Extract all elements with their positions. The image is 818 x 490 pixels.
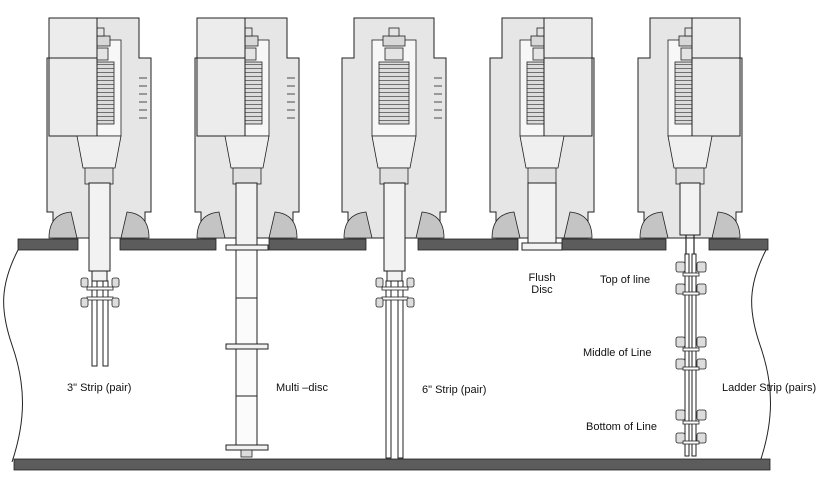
probe-flush-disc (521, 182, 563, 251)
label-flush-line2: Disc (531, 284, 553, 296)
bolt-nut (80, 277, 120, 308)
access-fitting (46, 17, 152, 239)
bolt-nut (375, 277, 415, 308)
strip-coupon (385, 280, 392, 459)
pipe (3, 238, 771, 471)
pipe-right-break (751, 249, 771, 463)
label-6in-strip: 6" Strip (pair) (422, 384, 487, 396)
label-ladder-strip: Ladder Strip (pairs) (722, 382, 817, 394)
label-top-of-line: Top of line (600, 274, 651, 286)
access-fitting (194, 17, 300, 239)
strip-coupon (684, 253, 690, 457)
label-multi-disc: Multi –disc (276, 382, 328, 394)
disc (225, 343, 269, 350)
access-fitting (341, 17, 447, 239)
strip-coupon (691, 253, 697, 457)
disc (225, 444, 269, 451)
probe-multi-disc (225, 182, 269, 458)
strip-coupon (91, 280, 98, 367)
disc (225, 244, 269, 251)
pipe-left-break (3, 249, 23, 463)
label-bottom-of-line: Bottom of Line (586, 421, 657, 433)
probe-3in-strip (80, 182, 120, 367)
strip-coupon (102, 280, 109, 367)
access-fitting (489, 17, 595, 239)
pipe-bottom-wall (13, 458, 771, 471)
bolt-nut (675, 261, 707, 444)
access-fittings (46, 17, 743, 239)
disc (521, 242, 563, 251)
access-fitting (637, 17, 743, 239)
strip-coupon (397, 280, 404, 459)
label-flush-disc: Flush Disc (522, 272, 562, 296)
label-flush-line1: Flush (528, 272, 556, 284)
probe-6in-strip (375, 182, 415, 459)
label-middle-of-line: Middle of Line (583, 347, 652, 359)
probe-ladder-strip (675, 182, 707, 457)
pipe-top-wall (17, 238, 769, 251)
label-3in-strip: 3" Strip (pair) (67, 382, 132, 394)
